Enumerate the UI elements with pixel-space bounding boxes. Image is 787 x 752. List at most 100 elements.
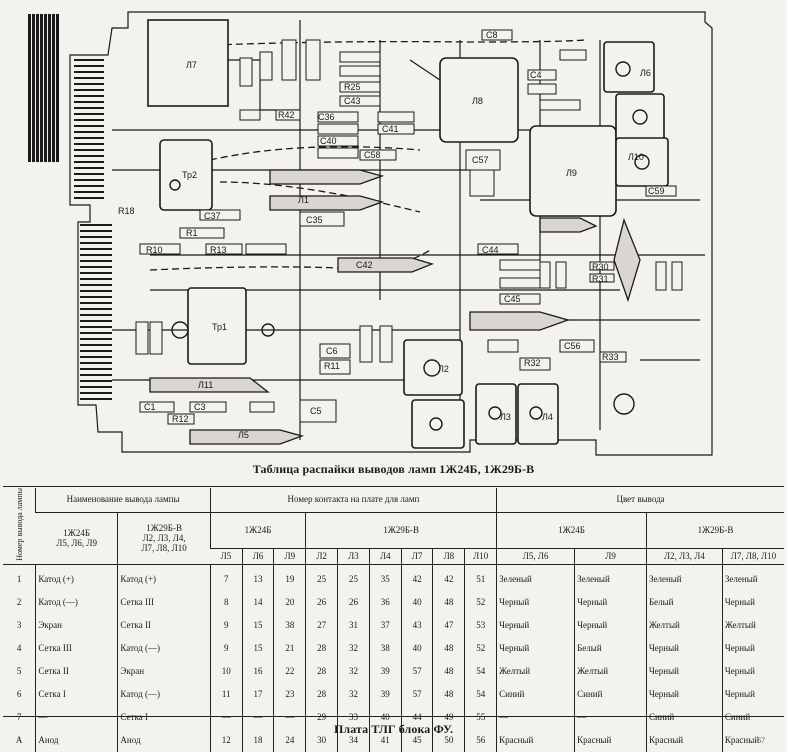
board-label: Л7 [186,60,197,70]
contact-cell: 19 [273,564,306,591]
pin-number-cell: 3 [16,619,22,630]
contact-cell: 22 [273,659,306,683]
contact-cell: 12 [209,728,243,752]
contact-cell: 25 [337,564,370,591]
board-label: С37 [204,211,221,221]
contact-cell: 17 [241,682,274,706]
board-label: С5 [310,406,322,416]
pin-name-cell: Катод (—) [35,590,118,614]
color-cell: Желтый [574,659,647,683]
contact-cell: 48 [432,590,465,614]
pin-name-cell: Сетка III [35,636,118,660]
contact-cell: 52 [464,636,497,660]
contact-cell: 23 [273,682,306,706]
figure-caption: Плата ТЛГ блока ФУ. [333,722,454,736]
pin-name-cell: Катод (+) [117,564,211,591]
color-cell: Синий [496,682,575,706]
header-col: Л2, Л3, Л4 [645,548,723,565]
contact-cell: 36 [368,590,402,614]
color-cell: Белый [574,636,647,660]
header-col: Л4 [368,548,402,565]
header-contact-number: Номер контакта на плате для ламп [209,488,497,513]
color-cell: Черный [645,636,723,660]
pin-number-cell: A [15,734,23,745]
header-contact-a: 1Ж24Б [209,512,306,550]
board-label: С41 [382,124,399,134]
pin-name-cell: Катод (+) [35,564,118,591]
header-col: Л5 [210,548,243,565]
contact-cell: 42 [400,564,433,591]
contact-cell: 20 [273,590,306,614]
contact-cell: 47 [432,613,465,637]
contact-cell: 41 [368,728,402,752]
contact-cell: 35 [368,564,402,591]
pin-name-cell: Анод [117,728,211,752]
color-cell: Зеленый [496,564,575,591]
contact-cell: 10 [209,659,243,683]
pin-name-cell: Сетка III [117,590,211,614]
pin-name-cell: Сетка I [35,682,118,706]
header-pin-number: Номер вывода лампы [3,488,36,565]
board-label: Л1 [298,195,309,205]
pin-number-cell: 2 [16,596,22,607]
contact-cell: 9 [209,636,243,660]
board-label: С44 [482,245,499,255]
header-color-b: 1Ж29Б-В [645,512,784,550]
contact-cell: 25 [305,564,338,591]
contact-cell: 8 [209,590,243,614]
board-label: С43 [344,96,361,106]
contact-cell: 32 [337,682,370,706]
contact-cell: 28 [305,636,338,660]
board-label: R25 [344,82,361,92]
contact-cell: 26 [337,590,370,614]
color-cell: Черный [721,682,784,706]
board-label: R12 [172,414,189,424]
contact-cell: 16 [241,659,274,683]
header-color-a: 1Ж24Б [496,512,647,550]
board-label: Л11 [198,380,213,390]
header-col: Л2 [305,548,338,565]
contact-cell: 31 [337,613,370,637]
color-cell: Черный [574,590,647,614]
color-cell: Черный [496,613,575,637]
pinout-table: Номер вывода лампы Наименование вывода л… [3,488,784,752]
board-label: R11 [324,361,340,371]
contact-cell: 14 [241,590,274,614]
contact-cell: 54 [464,682,497,706]
color-cell: Красный [574,728,647,752]
contact-cell: 56 [464,728,497,752]
color-cell: Желтый [645,613,723,637]
pin-number-cell: 5 [16,665,22,676]
header-type-a: 1Ж24Б Л5, Л6, Л9 [35,512,118,565]
board-label: Л8 [472,96,483,106]
contact-cell: 39 [368,659,402,683]
pin-name-cell: Сетка II [117,613,211,637]
page-number: 67 [757,736,765,745]
header-col: Л10 [464,548,497,565]
contact-cell: 15 [241,613,274,637]
board-label: R30 [592,262,609,272]
board-label: R32 [524,358,541,368]
contact-cell: 39 [368,682,402,706]
pin-name-cell: Экран [35,613,118,637]
pin-name-cell: Сетка II [35,659,118,683]
color-cell: Черный [496,636,575,660]
board-label: C4 [530,70,542,80]
table-top-rule [3,486,784,487]
pin-number-cell: 1 [16,573,22,584]
contact-cell: 37 [368,613,402,637]
contact-cell: 42 [432,564,465,591]
board-label: Л5 [238,430,249,440]
board-label: С45 [504,294,521,304]
color-cell: Черный [645,659,723,683]
contact-cell: 45 [400,728,433,752]
contact-cell: 32 [337,636,370,660]
contact-cell: 9 [209,613,243,637]
board-label: R1 [186,228,198,238]
pin-name-cell: Анод [35,728,118,752]
board-label: R33 [602,352,619,362]
color-cell: Красный [645,728,723,752]
